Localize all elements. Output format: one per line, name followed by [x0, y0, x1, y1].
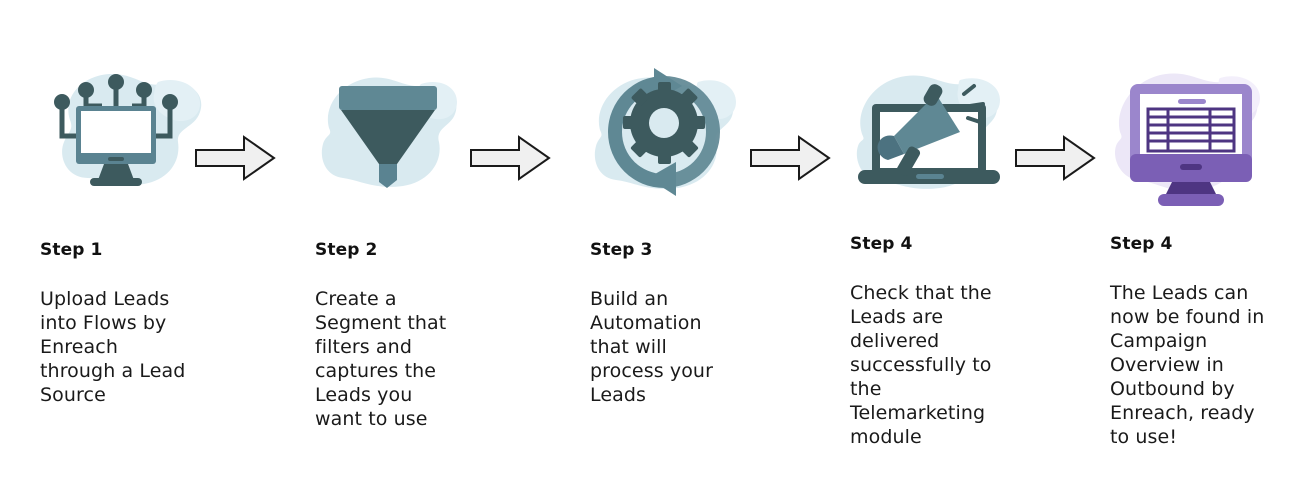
step-title: Step 2 [315, 240, 378, 260]
laptop-megaphone-icon [850, 58, 1025, 208]
step-column-4: Step 4 Check that the Leads are delivere… [850, 0, 1050, 448]
step-column-1: Step 1 Upload Leads into Flows by Enreac… [40, 0, 240, 406]
step-title: Step 1 [40, 240, 103, 260]
connector-arrow-2 [469, 134, 551, 182]
gear-refresh-icon [590, 58, 765, 208]
step-column-5: Step 4 The Leads can now be found in Cam… [1110, 0, 1300, 448]
step-description: Build an Automation that will process yo… [590, 288, 713, 406]
funnel-icon [315, 58, 490, 208]
step-description: Check that the Leads are delivered succe… [850, 282, 992, 448]
step-column-2: Step 2 Create a Segment that filters and… [315, 0, 515, 430]
step-column-3: Step 3 Build an Automation that will pro… [590, 0, 790, 406]
step-title: Step 3 [590, 240, 653, 260]
step-description: Create a Segment that filters and captur… [315, 288, 447, 430]
connector-arrow-4 [1014, 134, 1096, 182]
step-title: Step 4 [850, 234, 913, 254]
connector-arrow-3 [749, 134, 831, 182]
network-monitor-icon [40, 58, 215, 208]
step-description: Upload Leads into Flows by Enreach throu… [40, 288, 186, 406]
step-description: The Leads can now be found in Campaign O… [1110, 282, 1265, 448]
connector-arrow-1 [194, 134, 276, 182]
monitor-spreadsheet-icon [1110, 58, 1285, 208]
step-title: Step 4 [1110, 234, 1173, 254]
